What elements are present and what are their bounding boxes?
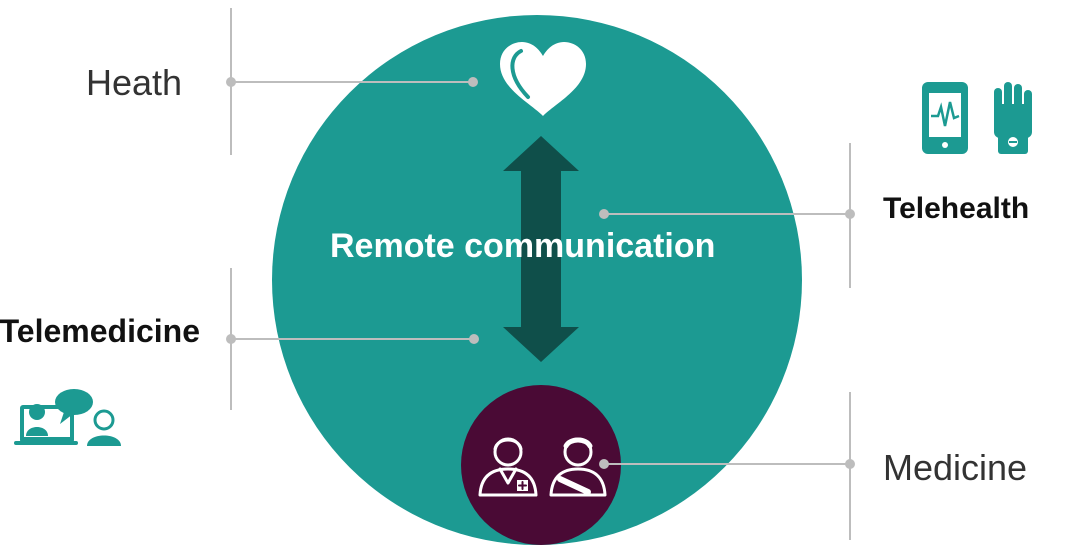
telemedicine-label: Telemedicine — [0, 313, 200, 349]
tablet-ecg-icon — [922, 82, 968, 154]
heart-icon — [500, 42, 586, 116]
medicine-label: Medicine — [883, 447, 1028, 488]
doctor-patient-icon — [478, 437, 607, 497]
medicine-circle — [461, 385, 621, 545]
medicine-connector — [599, 459, 855, 469]
center-text: Remote communication — [330, 227, 716, 265]
telehealth-label: Telehealth — [883, 192, 1030, 225]
telemedicine-connector — [226, 334, 479, 344]
telehealth-connector — [599, 209, 855, 219]
health-connector — [226, 77, 478, 87]
double-arrow-icon — [503, 136, 579, 362]
health-label: Heath — [86, 62, 183, 103]
video-consultation-icon — [14, 389, 121, 446]
wearable-glove-icon — [994, 82, 1032, 154]
